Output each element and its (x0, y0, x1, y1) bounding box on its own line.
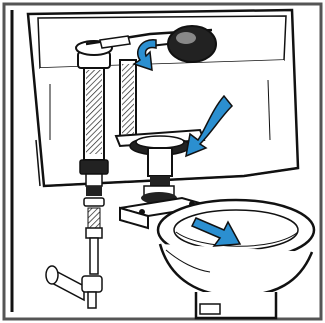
figure-frame (0, 0, 325, 323)
toilet-tank-illustration (0, 0, 325, 323)
